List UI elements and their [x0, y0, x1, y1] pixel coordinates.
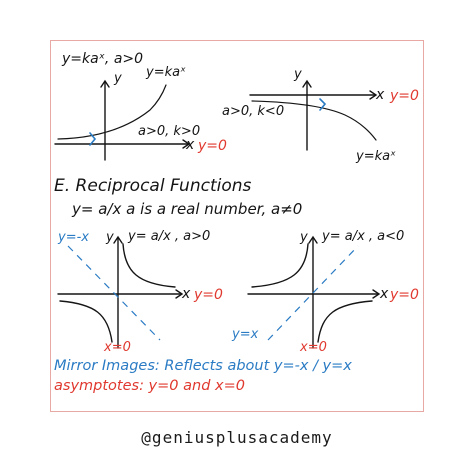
- g1-curve-label: y=kaˣ: [146, 65, 186, 80]
- g3-asymptote-x: x=0: [104, 340, 131, 355]
- mirror-images-note: Mirror Images: Reflects about y=-x / y=x: [54, 358, 352, 374]
- page-border: [50, 40, 424, 412]
- g1-curve: [57, 84, 167, 140]
- g4-y-label: y: [300, 230, 308, 245]
- asymptotes-note: asymptotes: y=0 and x=0: [54, 378, 245, 394]
- section-definition: y= a/x a is a real number, a≠0: [72, 200, 303, 218]
- g2-arrow-x: [369, 90, 378, 100]
- g1-y-label: y: [114, 71, 122, 86]
- g3-mirror-label: y=-x: [58, 230, 89, 245]
- g2-condition: a>0, k<0: [222, 104, 285, 119]
- g2-intercept-mark: [319, 98, 327, 111]
- g4-curve-q4: [317, 300, 373, 343]
- g3-asymptote-y: y=0: [194, 287, 223, 303]
- g2-asymptote: y=0: [390, 88, 419, 104]
- g3-formula: y= a/x , a>0: [128, 229, 211, 244]
- g4-asymptote-y: y=0: [390, 287, 419, 303]
- g3-x-label: x: [182, 286, 191, 302]
- exponential-formula-title: y=kaˣ, a>0: [62, 51, 144, 67]
- g3-y-label: y: [106, 230, 114, 245]
- g1-arrow-x: [182, 139, 191, 149]
- g4-asymptote-x: x=0: [300, 340, 327, 355]
- g2-curve-label: y=kaˣ: [356, 149, 396, 164]
- g4-formula: y= a/x , a<0: [322, 229, 405, 244]
- g1-x-label: x: [186, 137, 195, 153]
- section-title: E. Reciprocal Functions: [54, 176, 252, 196]
- g3-curve-q1: [122, 243, 176, 288]
- g4-mirror-label: y=x: [232, 327, 259, 342]
- g3-arrow-x: [175, 289, 184, 299]
- g1-condition: a>0, k>0: [138, 124, 201, 139]
- g4-mirror-line: [267, 245, 359, 341]
- g2-y-label: y: [294, 67, 302, 82]
- g4-arrow-x: [372, 289, 381, 299]
- g4-x-label: x: [380, 286, 389, 302]
- g2-x-label: x: [376, 87, 385, 103]
- g3-mirror-line: [67, 245, 161, 341]
- g3-curve-q3: [59, 300, 113, 343]
- footer-handle: @geniusplusacademy: [141, 428, 333, 447]
- g1-intercept-mark: [89, 132, 97, 146]
- g1-asymptote: y=0: [198, 138, 227, 154]
- g4-curve-q2: [251, 243, 309, 288]
- g2-curve: [251, 100, 377, 141]
